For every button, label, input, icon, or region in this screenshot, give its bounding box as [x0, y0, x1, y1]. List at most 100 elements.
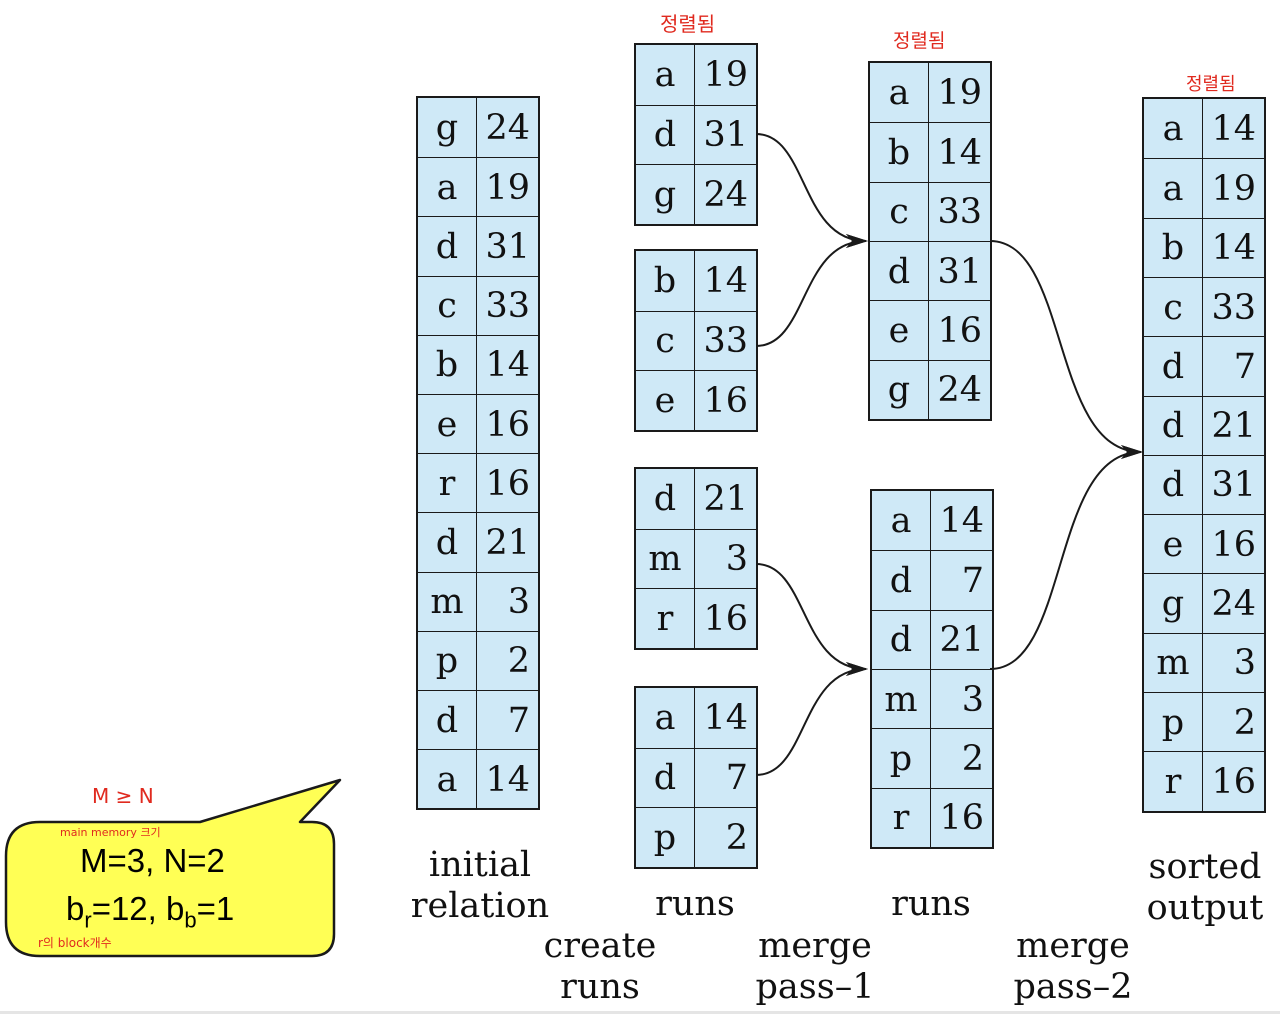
key-cell: a — [654, 697, 676, 738]
key-cell: r — [892, 798, 910, 839]
value-cell: 31 — [937, 251, 982, 292]
key-cell: d — [653, 478, 677, 519]
key-cell: a — [654, 54, 676, 95]
table-row: d 21 — [636, 469, 756, 529]
key-cell: d — [889, 560, 913, 601]
value-cell: 24 — [485, 107, 530, 148]
key-cell: m — [430, 582, 464, 623]
value-cell: 3 — [1233, 643, 1256, 684]
arrow-run3-to-merged2 — [755, 563, 868, 676]
value-cell: 16 — [485, 463, 530, 504]
key-cell: d — [653, 115, 677, 156]
table-row: a 14 — [872, 491, 992, 550]
value-cell: 31 — [703, 115, 748, 156]
value-cell: 14 — [1211, 228, 1256, 269]
arrow-run1-to-merged1 — [755, 133, 868, 248]
table-row: a 19 — [418, 157, 538, 217]
key-cell: b — [653, 260, 677, 301]
value-cell: 7 — [507, 700, 530, 741]
key-cell: p — [435, 641, 459, 682]
key-cell: a — [1162, 108, 1184, 149]
column-divider — [694, 251, 695, 430]
key-cell: c — [655, 321, 675, 362]
value-cell: 21 — [485, 522, 530, 563]
value-cell: 24 — [703, 174, 748, 215]
column-divider — [694, 45, 695, 224]
table-row: b 14 — [870, 122, 990, 182]
value-cell: 24 — [1211, 584, 1256, 625]
key-cell: b — [435, 345, 459, 386]
key-cell: e — [436, 404, 458, 445]
value-cell: 19 — [1211, 168, 1256, 209]
value-cell: 19 — [937, 72, 982, 113]
value-cell: 21 — [703, 478, 748, 519]
handwritten-sorted-note-runs: 정렬됨 — [660, 12, 716, 36]
handwritten-main-memory-note: main memory 크기 — [60, 826, 161, 839]
key-cell: g — [653, 174, 677, 215]
key-cell: e — [888, 310, 910, 351]
key-cell: m — [884, 679, 918, 720]
value-cell: 19 — [485, 167, 530, 208]
value-cell: 3 — [507, 582, 530, 623]
key-cell: p — [889, 738, 913, 779]
key-cell: m — [1156, 643, 1190, 684]
value-cell: 16 — [485, 404, 530, 445]
key-cell: d — [435, 226, 459, 267]
table-row: a 19 — [870, 63, 990, 122]
key-cell: a — [888, 72, 910, 113]
bottom-divider — [0, 1011, 1280, 1014]
key-cell: e — [654, 380, 676, 421]
value-cell: 2 — [725, 817, 748, 858]
value-cell: 33 — [937, 192, 982, 233]
key-cell: g — [1161, 584, 1185, 625]
value-cell: 24 — [937, 370, 982, 411]
table-row: d 21 — [418, 512, 538, 572]
key-cell: c — [437, 286, 457, 327]
value-cell: 14 — [485, 759, 530, 800]
runs-label-1: runs — [655, 884, 735, 924]
runs-label-2: runs — [891, 884, 971, 924]
value-cell: 14 — [937, 132, 982, 173]
value-cell: 21 — [939, 620, 984, 661]
key-cell: d — [1161, 465, 1185, 506]
arrow-merged1-to-sorted — [989, 240, 1143, 459]
arrow-run4-to-merged2 — [755, 662, 868, 776]
table-row: d 31 — [636, 104, 756, 166]
column-divider — [694, 688, 695, 867]
key-cell: b — [1161, 228, 1185, 269]
key-cell: d — [435, 700, 459, 741]
key-cell: r — [1164, 761, 1182, 802]
value-cell: 33 — [485, 286, 530, 327]
table-row: e 16 — [418, 394, 538, 454]
key-cell: a — [436, 167, 458, 208]
key-cell: a — [890, 500, 912, 541]
key-cell: b — [887, 132, 911, 173]
key-cell: p — [653, 817, 677, 858]
value-cell: 14 — [703, 260, 748, 301]
key-cell: p — [1161, 702, 1185, 743]
value-cell: 7 — [961, 560, 984, 601]
value-cell: 14 — [1211, 108, 1256, 149]
key-cell: d — [435, 522, 459, 563]
value-cell: 14 — [939, 500, 984, 541]
